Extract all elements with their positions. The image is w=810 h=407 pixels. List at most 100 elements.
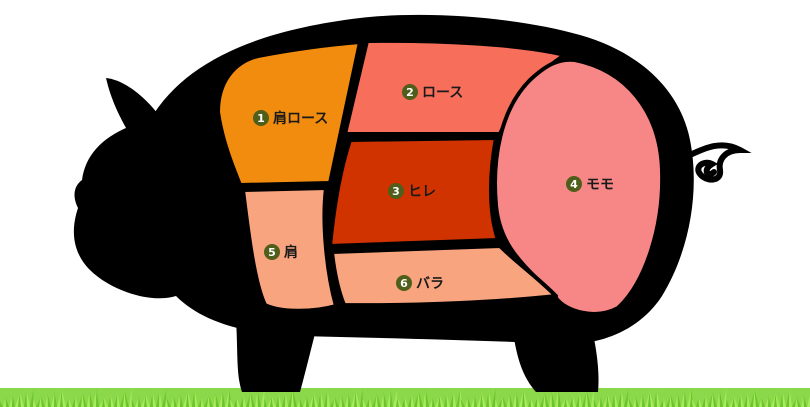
grass-blade [318, 392, 321, 407]
grass-blade [795, 398, 798, 407]
grass-blade [544, 393, 549, 407]
grass-blade [759, 399, 762, 407]
grass-blade [670, 395, 675, 407]
grass-blade [110, 395, 114, 407]
grass-blade [481, 392, 486, 407]
grass-blade [138, 397, 141, 407]
grass-blade [732, 397, 735, 407]
grass-blade [600, 397, 603, 407]
grass-blade [68, 398, 72, 407]
grass-blade [51, 393, 55, 407]
grass-blade [488, 390, 492, 407]
grass-blade [320, 391, 324, 407]
grass-blade [681, 392, 685, 407]
grass-blade [429, 399, 433, 407]
grass-blade [649, 391, 654, 407]
grass-blade [236, 397, 240, 407]
grass-blade [66, 399, 69, 407]
grass-blade [33, 399, 36, 407]
grass-blade [117, 393, 120, 407]
grass-blade [39, 397, 42, 407]
number-badge [264, 244, 280, 260]
grass-blade [30, 389, 34, 407]
grass-blade [207, 396, 210, 407]
grass-blade [465, 398, 468, 407]
grass-blade [642, 394, 645, 407]
grass-blade [492, 389, 496, 407]
grass-blade [621, 390, 624, 407]
grass-blade [654, 390, 657, 407]
grass-blade [639, 395, 643, 407]
grass-blade [719, 390, 723, 407]
grass-blade [450, 392, 454, 407]
grass-blade [249, 393, 252, 407]
grass-blade [744, 393, 748, 407]
grass-blade [726, 399, 729, 407]
grass-blade [222, 391, 225, 407]
grass-blade [660, 399, 664, 407]
grass-blade [240, 396, 244, 407]
grass-blade [243, 395, 246, 407]
grass-blade [75, 396, 78, 407]
grass-blade [740, 394, 744, 407]
grass-blade [543, 394, 546, 407]
grass-blade [108, 396, 111, 407]
grass-blade [12, 395, 15, 407]
grass-blade [145, 394, 150, 407]
grass-blade [765, 397, 769, 407]
grass-blade [0, 401, 3, 407]
grass-blade [635, 396, 639, 407]
grass-blade [669, 396, 672, 407]
grass-blade [354, 391, 357, 407]
grass-blade [551, 391, 555, 407]
grass-blade [192, 390, 195, 407]
grass-blade [369, 397, 372, 407]
grass-blade [513, 393, 517, 407]
grass-blade [460, 399, 465, 407]
grass-blade [3, 398, 6, 407]
number-badge [253, 110, 269, 126]
grass-blade [171, 397, 174, 407]
grass-blade [446, 393, 450, 407]
grass-blade [606, 395, 609, 407]
cut-bara[interactable] [330, 244, 558, 308]
grass-blade [753, 390, 756, 407]
grass-blade [201, 398, 204, 407]
grass-blade [40, 396, 45, 407]
grass-blade [312, 394, 315, 407]
cut-kata[interactable] [241, 186, 338, 313]
grass-blade [61, 389, 66, 407]
number-text: 3 [392, 185, 400, 198]
grass-blade [366, 398, 370, 407]
grass-blade [327, 389, 330, 407]
grass-blade [93, 390, 97, 407]
grass-blade [438, 396, 441, 407]
grass-blade [271, 396, 276, 407]
grass-blade [194, 389, 198, 407]
cut-label: バラ [416, 276, 444, 292]
grass-blade [234, 398, 237, 407]
grass-blade [306, 396, 309, 407]
grass-blade [618, 391, 622, 407]
grass-blade [586, 390, 591, 407]
grass-blade [162, 389, 167, 407]
grass-blade [299, 398, 303, 407]
grass-blade [549, 392, 552, 407]
grass-blade [801, 396, 804, 407]
grass-blade [585, 391, 588, 407]
grass-blade [26, 390, 30, 407]
grass-blade [570, 396, 573, 407]
grass-blade [612, 393, 615, 407]
grass-blade [733, 396, 738, 407]
grass-blade [292, 389, 297, 407]
grass-blade [628, 398, 633, 407]
cut-kata-loin[interactable] [216, 40, 362, 187]
grass-blade [72, 397, 76, 407]
number-text: 1 [257, 112, 265, 125]
grass-blade [423, 390, 426, 407]
cut-fillet[interactable] [328, 136, 500, 248]
grass-blade [102, 398, 105, 407]
number-text: 2 [406, 86, 414, 99]
grass-blade [453, 391, 456, 407]
